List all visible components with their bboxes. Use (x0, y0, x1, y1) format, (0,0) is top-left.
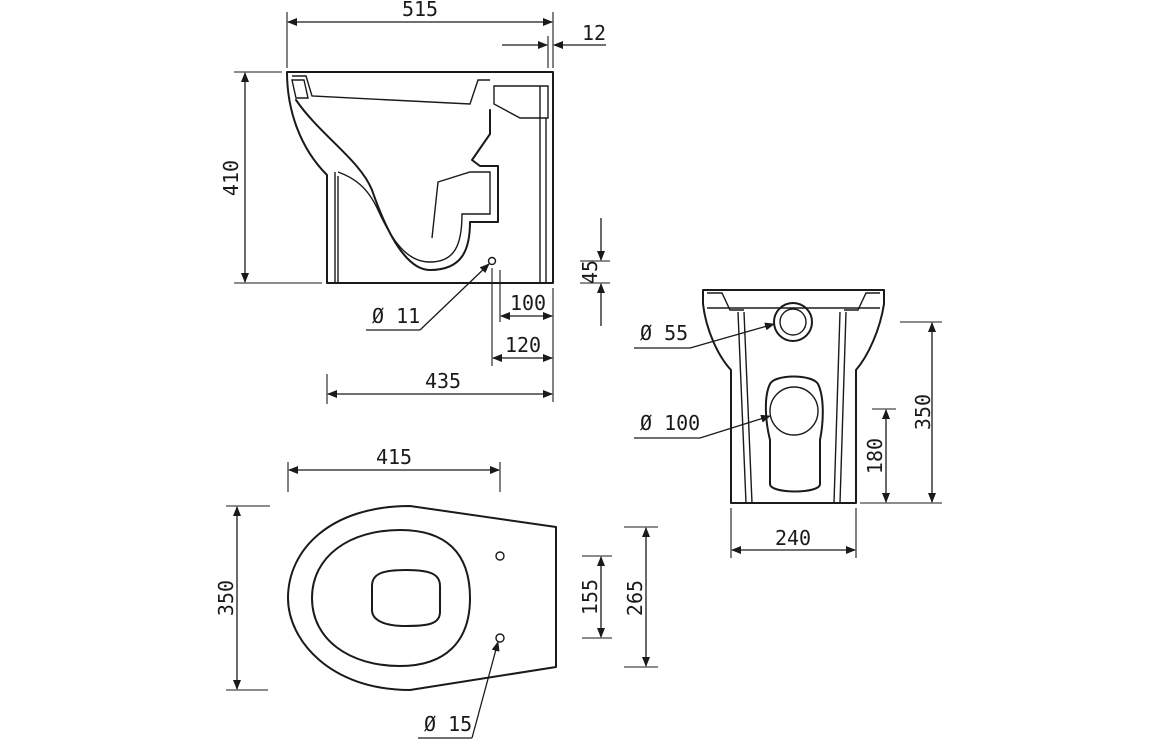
top-view-bowl-opening (371, 569, 441, 627)
side-view-inner-wall (334, 172, 339, 282)
dim-415: 415 (376, 445, 412, 469)
inlet-circle (773, 302, 813, 342)
rear-view-walls (737, 311, 847, 504)
rear-view-dimensions: Ø 55 Ø 100 350 180 240 (634, 321, 942, 558)
top-view-outline (287, 505, 557, 691)
top-view (287, 505, 557, 691)
leader-55 (689, 322, 775, 349)
dim-350-rear: 350 (911, 394, 935, 430)
rear-view-outline (702, 289, 885, 504)
side-view-rim-box (291, 79, 309, 99)
dim-155: 155 (578, 579, 602, 615)
dim-12: 12 (582, 21, 606, 45)
side-view-rim (292, 75, 490, 105)
leader-15 (471, 641, 500, 739)
dim-45: 45 (578, 260, 602, 284)
side-view-trap-inner (337, 171, 491, 263)
dim-hole-diameter: Ø 15 (424, 712, 472, 736)
fixing-hole-marker (487, 256, 497, 266)
leader-11 (419, 263, 490, 331)
outlet-circle (769, 386, 819, 436)
dim-fixing-hole: Ø 11 (372, 304, 420, 328)
side-view-inlet (493, 85, 549, 282)
rear-view (702, 289, 885, 504)
dim-120: 120 (505, 333, 541, 357)
dim-180: 180 (863, 438, 887, 474)
leader-100 (699, 414, 771, 439)
dim-515: 515 (402, 0, 438, 21)
side-view (286, 71, 554, 284)
outlet-shape (764, 375, 824, 493)
top-view-seat (311, 529, 471, 667)
dim-410: 410 (219, 160, 243, 196)
side-view-dimensions: 515 12 410 45 Ø 11 100 120 435 (219, 0, 610, 404)
dim-inlet-diameter: Ø 55 (640, 321, 688, 345)
dim-265: 265 (623, 580, 647, 616)
seat-hole-top (495, 551, 505, 561)
rear-view-rim (707, 292, 880, 311)
dim-435: 435 (425, 369, 461, 393)
side-view-outline (286, 71, 554, 284)
side-view-trap (295, 99, 499, 271)
inlet-circle-inner (779, 308, 807, 336)
dim-100: 100 (510, 291, 546, 315)
dim-outlet-diameter: Ø 100 (640, 411, 700, 435)
dim-350-top: 350 (214, 580, 238, 616)
seat-hole-bottom (495, 633, 505, 643)
top-view-dimensions: 415 350 155 265 Ø 15 (214, 445, 658, 739)
dim-240: 240 (775, 526, 811, 550)
